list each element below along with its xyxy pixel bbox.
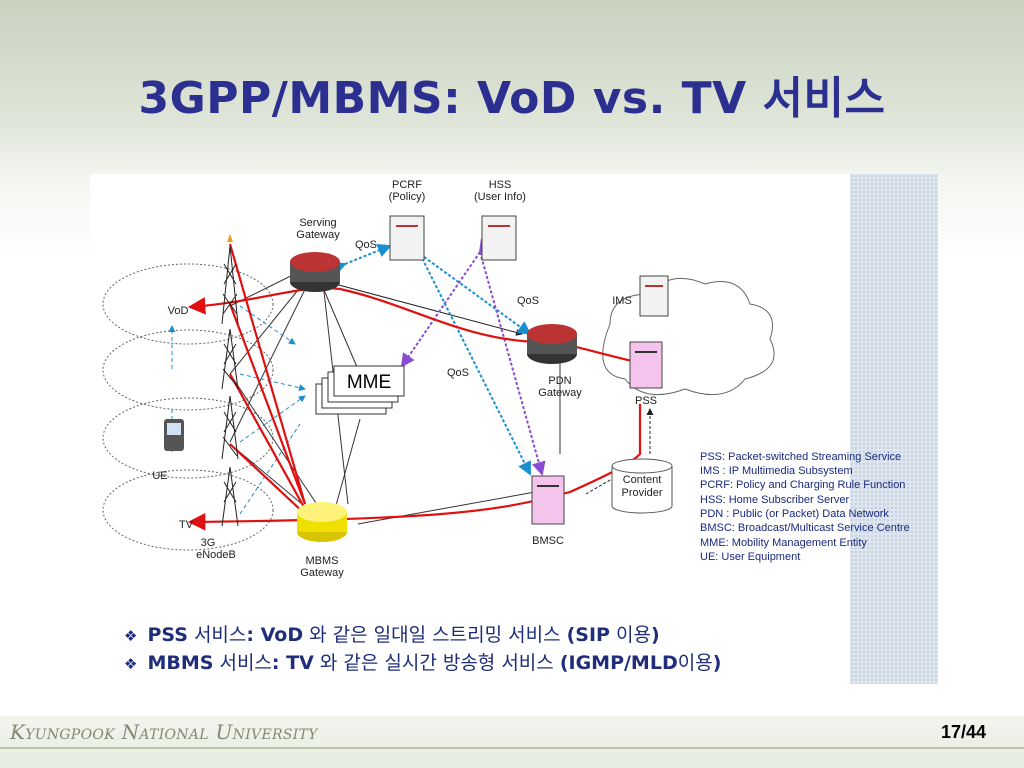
bullet-term: TV <box>279 652 314 674</box>
qos-links <box>331 238 546 476</box>
tv-label: TV <box>179 519 194 531</box>
qos-label-3: QoS <box>447 367 469 379</box>
enodeb-towers <box>221 245 239 527</box>
mbms-gateway-label: MBMS <box>306 555 339 567</box>
bullet-close: ) <box>650 624 660 646</box>
content-provider-label: Content <box>623 474 662 486</box>
bullet-text: 서비스 <box>213 652 272 674</box>
pss-server-icon <box>629 341 663 389</box>
bullet-text: 와 같은 일대일 스트리밍 서비스 <box>303 624 567 646</box>
pdn-gateway-router-icon <box>527 324 577 364</box>
bullet-text: 이용 <box>677 652 713 674</box>
legend-item: BMSC: Broadcast/Multicast Service Centre <box>700 522 910 534</box>
bmsc-label: BMSC <box>532 535 564 547</box>
ue-label: UE <box>152 470 167 482</box>
bullet-protocol: (SIP <box>566 624 610 646</box>
red-flows <box>187 243 646 531</box>
footer-divider <box>0 747 1024 749</box>
bullet-list: ❖ PSS 서비스: VoD 와 같은 일대일 스트리밍 서비스 (SIP 이용)… <box>124 620 721 676</box>
legend-item: HSS: Home Subscriber Server <box>700 494 849 506</box>
pdn-gateway-label: PDN <box>548 375 571 387</box>
qos-label-2: QoS <box>517 295 539 307</box>
hss-label: HSS <box>489 179 512 191</box>
bullet-text: 이용 <box>609 624 651 646</box>
bullet-term: VoD <box>254 624 304 646</box>
diamond-bullet-icon: ❖ <box>124 627 138 645</box>
ue-phone-icon <box>164 419 184 451</box>
hss-sublabel: (User Info) <box>474 191 526 203</box>
university-name: Kyungpook National University <box>10 720 318 744</box>
hss-server-icon <box>481 215 517 261</box>
bullet-text: 서비스 <box>187 624 247 646</box>
bullet-term: MBMS <box>147 652 214 674</box>
legend: PSS: Packet-switched Streaming Service I… <box>700 451 910 563</box>
bullet-colon: : <box>246 624 254 646</box>
page-number: 17/44 <box>940 722 986 742</box>
enodeb-sublabel: eNodeB <box>196 549 236 561</box>
legend-item: PCRF: Policy and Charging Rule Function <box>700 479 905 491</box>
serving-gateway-label: Serving <box>299 217 336 229</box>
pss-label: PSS <box>635 395 657 407</box>
bullet-pss: ❖ PSS 서비스: VoD 와 같은 일대일 스트리밍 서비스 (SIP 이용) <box>124 620 721 648</box>
enodeb-label: 3G <box>201 537 216 549</box>
footer-bar <box>0 716 1024 768</box>
mbms-gateway-router-icon <box>297 502 347 542</box>
legend-item: PSS: Packet-switched Streaming Service <box>700 451 901 463</box>
side-pattern <box>850 174 938 684</box>
mbms-gateway-sublabel: Gateway <box>300 567 344 579</box>
ims-server-icon <box>639 275 669 317</box>
mme-label: MME <box>347 372 391 393</box>
tower-antenna-icon <box>227 234 233 242</box>
bullet-mbms: ❖ MBMS 서비스: TV 와 같은 실시간 방송형 서비스 (IGMP/MLD… <box>124 648 721 676</box>
bullet-term: PSS <box>147 624 188 646</box>
network-diagram: MME PCRF (Policy) HSS (User Info) Servin… <box>90 174 938 684</box>
bmsc-server-icon <box>531 475 565 525</box>
slide-title: 3GPP/MBMS: VoD vs. TV 서비스 <box>138 73 886 124</box>
content-provider-sublabel: Provider <box>622 487 663 499</box>
content-provider-icon <box>611 458 673 514</box>
qos-label-1: QoS <box>355 239 377 251</box>
mme-box <box>315 365 405 415</box>
pcrf-label: PCRF <box>392 179 422 191</box>
bullet-close: ) <box>712 652 722 674</box>
serving-gateway-sublabel: Gateway <box>296 229 340 241</box>
legend-item: PDN : Public (or Packet) Data Network <box>700 508 889 520</box>
legend-item: UE: User Equipment <box>700 551 800 563</box>
pcrf-server-icon <box>389 215 425 261</box>
serving-gateway-router-icon <box>290 252 340 292</box>
bullet-protocol: (IGMP/MLD <box>559 652 678 674</box>
pcrf-sublabel: (Policy) <box>389 191 426 203</box>
bullet-colon: : <box>271 652 280 674</box>
legend-item: MME: Mobility Management Entity <box>700 537 867 549</box>
ims-label: IMS <box>612 295 632 307</box>
legend-item: IMS : IP Multimedia Subsystem <box>700 465 853 477</box>
diamond-bullet-icon: ❖ <box>124 655 138 673</box>
vod-label: VoD <box>168 305 189 317</box>
pdn-gateway-sublabel: Gateway <box>538 387 582 399</box>
diagram-svg: MME PCRF (Policy) HSS (User Info) Servin… <box>102 174 938 684</box>
bullet-text: 와 같은 실시간 방송형 서비스 <box>313 652 560 674</box>
